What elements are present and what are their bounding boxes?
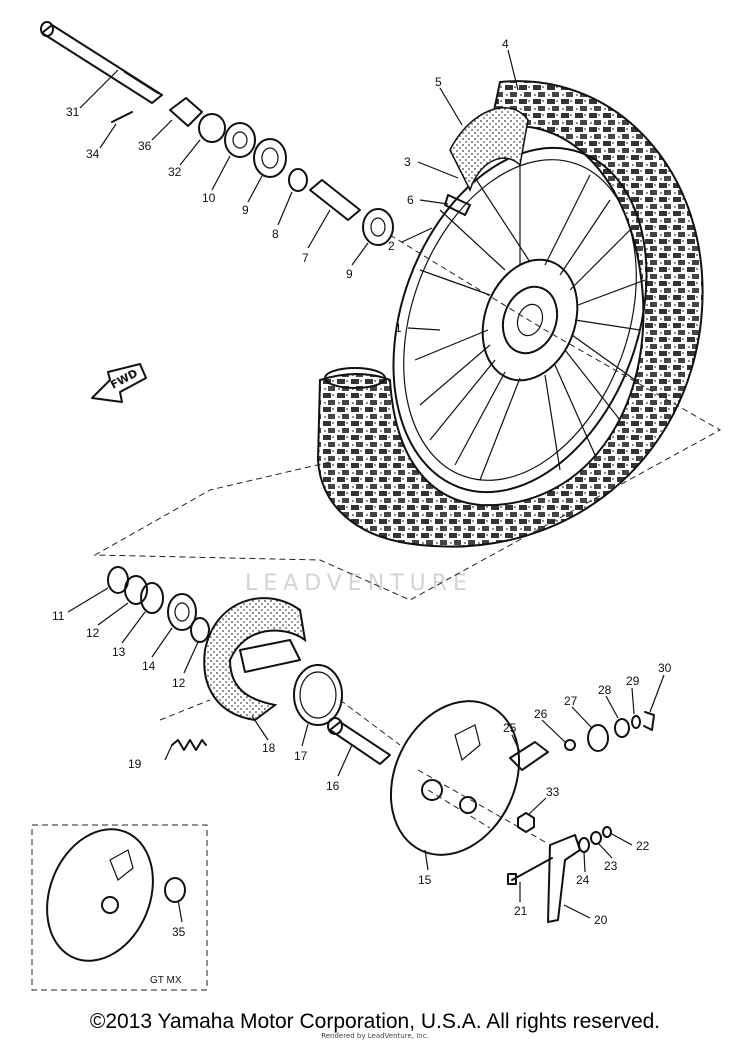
inset-gt-mx: GT MX (31, 824, 208, 991)
bearing-outer (253, 138, 287, 178)
tire-and-wheel (316, 80, 704, 548)
tire (316, 80, 704, 548)
brake-arm (547, 834, 581, 923)
callout-30: 30 (658, 661, 672, 675)
brake-assembly (107, 566, 655, 923)
callout-26: 26 (534, 707, 548, 721)
spacer (198, 113, 226, 143)
callout-18: 18 (262, 741, 276, 755)
washer (288, 168, 308, 192)
callout-25: 25 (503, 721, 517, 735)
axle-assembly (40, 21, 394, 246)
callout-4: 4 (502, 37, 509, 51)
callout-28: 28 (598, 683, 612, 697)
callouts (67, 49, 665, 923)
callout-19: 19 (128, 757, 142, 771)
rendered-by-text: Rendered by LeadVenture, Inc. (321, 1032, 429, 1040)
callout-10: 10 (202, 191, 216, 205)
callout-16: 16 (326, 779, 340, 793)
callout-35: 35 (172, 925, 186, 939)
callout-3: 3 (404, 155, 411, 169)
brake-seal (293, 664, 343, 726)
callout-24: 24 (576, 873, 590, 887)
callout-22: 22 (636, 839, 650, 853)
bearing-inner (362, 208, 394, 246)
callout-14: 14 (142, 659, 156, 673)
callout-8: 8 (272, 227, 279, 241)
copyright-notice: ©2013 Yamaha Motor Corporation, U.S.A. A… (89, 1010, 661, 1033)
inset-label: GT MX (150, 975, 182, 986)
callout-9b: 9 (346, 267, 353, 281)
rim-band (444, 194, 471, 216)
callout-12a: 12 (86, 626, 100, 640)
callout-6: 6 (407, 193, 414, 207)
oil-seal (224, 122, 256, 158)
callout-12b: 12 (172, 676, 186, 690)
callout-23: 23 (604, 859, 618, 873)
callout-27: 27 (564, 694, 578, 708)
callout-5: 5 (435, 75, 442, 89)
brake-panel (389, 700, 521, 856)
callout-9a: 9 (242, 203, 249, 217)
callout-20: 20 (594, 913, 608, 927)
callout-34: 34 (86, 147, 100, 161)
callout-15: 15 (418, 873, 432, 887)
callout-17: 17 (294, 749, 308, 763)
inner-tube (449, 107, 529, 192)
callout-36: 36 (138, 139, 152, 153)
forward-arrow: FWD (91, 363, 147, 403)
callout-21: 21 (514, 904, 528, 918)
axle (41, 24, 163, 104)
callout-11: 11 (52, 609, 65, 623)
callout-31: 31 (66, 105, 80, 119)
rim (392, 146, 648, 494)
callout-32: 32 (168, 165, 182, 179)
callout-29: 29 (626, 674, 640, 688)
return-spring (171, 739, 207, 751)
callout-7: 7 (302, 251, 309, 265)
watermark-text: LEADVENTURE (245, 571, 473, 596)
callout-2: 2 (388, 239, 395, 253)
distance-collar (309, 179, 361, 221)
guide-line-wheel (93, 234, 722, 601)
cam-shaft (329, 721, 391, 765)
callout-13: 13 (112, 645, 126, 659)
callout-1: 1 (395, 321, 402, 335)
callout-labels: 1 2 3 4 5 6 7 8 9 9 10 11 12 12 13 14 15… (52, 37, 672, 939)
callout-33: 33 (546, 785, 560, 799)
inset-frame (31, 824, 208, 991)
guide-line-brake (159, 699, 546, 843)
spokes (414, 160, 646, 481)
brake-shoe (203, 597, 307, 722)
